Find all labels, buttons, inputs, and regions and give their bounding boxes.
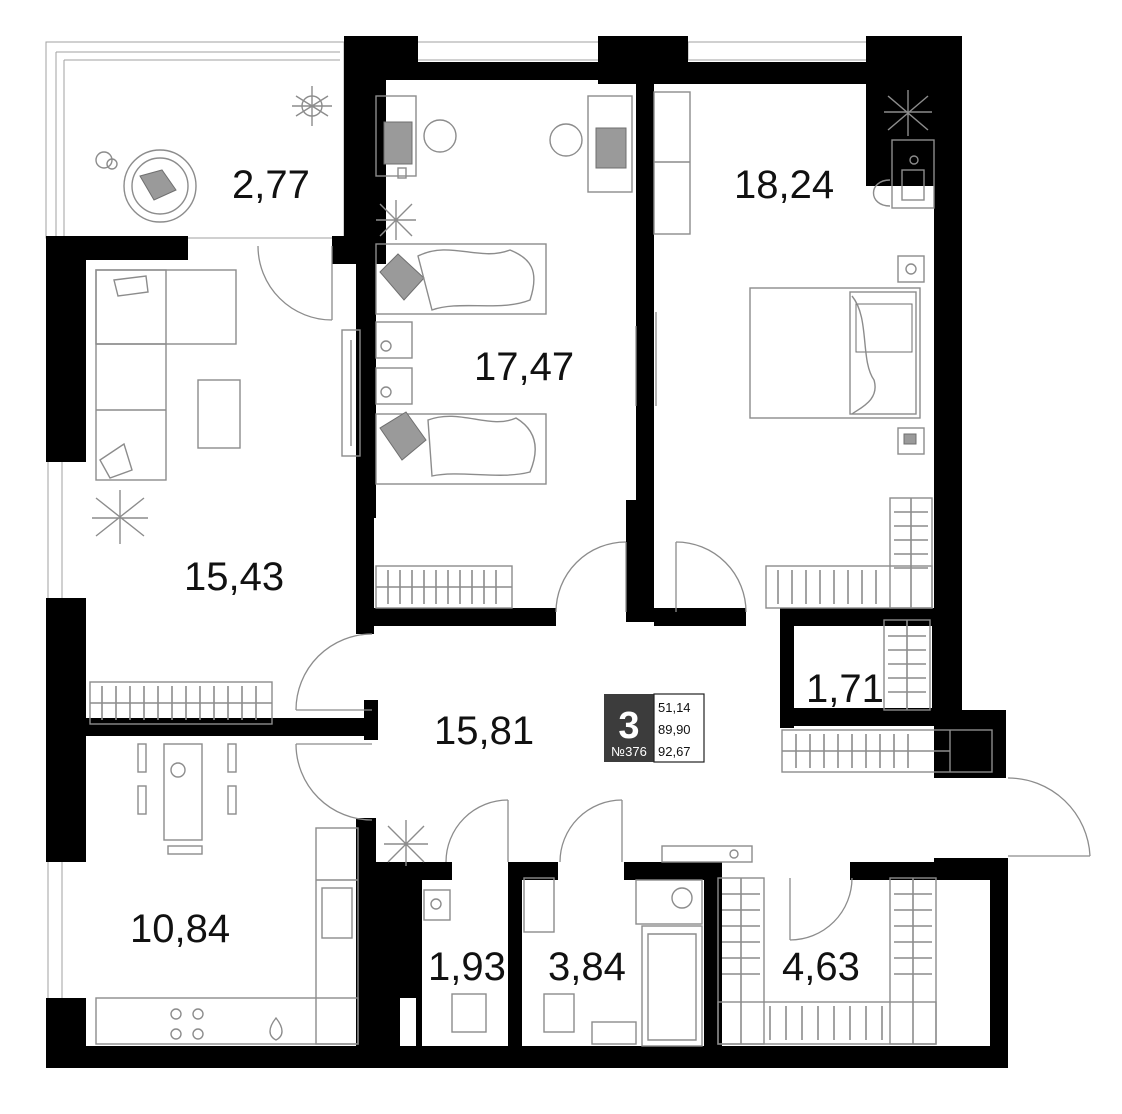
living-room-furniture bbox=[89, 269, 361, 725]
plant-icon bbox=[384, 820, 428, 866]
balcony-furniture bbox=[95, 86, 332, 223]
badge-box bbox=[604, 694, 654, 762]
plant-icon bbox=[376, 200, 416, 240]
area-living: 51,14 bbox=[658, 700, 691, 715]
living-shelf-hatch bbox=[90, 686, 272, 720]
area-with-balcony: 92,67 bbox=[658, 744, 691, 759]
plant-icon bbox=[292, 86, 332, 126]
apartment-number: №376 bbox=[611, 744, 647, 759]
children-bedroom-furniture bbox=[375, 95, 633, 609]
apartment-badge: 3 №376 51,14 89,90 92,67 bbox=[604, 693, 705, 763]
storage-furniture bbox=[781, 619, 993, 773]
bathroom-area: 3,84 bbox=[548, 945, 626, 989]
plant-icon bbox=[884, 90, 932, 136]
bedroom-children-area: 17,47 bbox=[474, 345, 574, 389]
walls bbox=[46, 36, 1008, 1068]
wc-area: 1,93 bbox=[428, 945, 506, 989]
hallway-area: 15,81 bbox=[434, 709, 534, 753]
storage-area: 1,71 bbox=[806, 667, 884, 711]
room-labels: 2,77 17,47 18,24 15,43 15,81 1,71 10,84 … bbox=[130, 163, 884, 989]
kitchen-area: 10,84 bbox=[130, 907, 230, 951]
living-room-area: 15,43 bbox=[184, 555, 284, 599]
master-wardrobe-hatch bbox=[777, 498, 928, 608]
children-wardrobe-hatch bbox=[376, 570, 512, 604]
badge-area-box bbox=[653, 693, 705, 763]
area-total: 89,90 bbox=[658, 722, 691, 737]
doors bbox=[257, 245, 1091, 941]
bedroom-master-area: 18,24 bbox=[734, 163, 834, 207]
wardrobe-area: 4,63 bbox=[782, 945, 860, 989]
balcony-area: 2,77 bbox=[232, 163, 310, 207]
plant-icon bbox=[92, 490, 148, 544]
rooms-count: 3 bbox=[618, 705, 639, 747]
kitchen-furniture bbox=[95, 743, 428, 1045]
wardrobe-hatch bbox=[722, 878, 932, 1044]
